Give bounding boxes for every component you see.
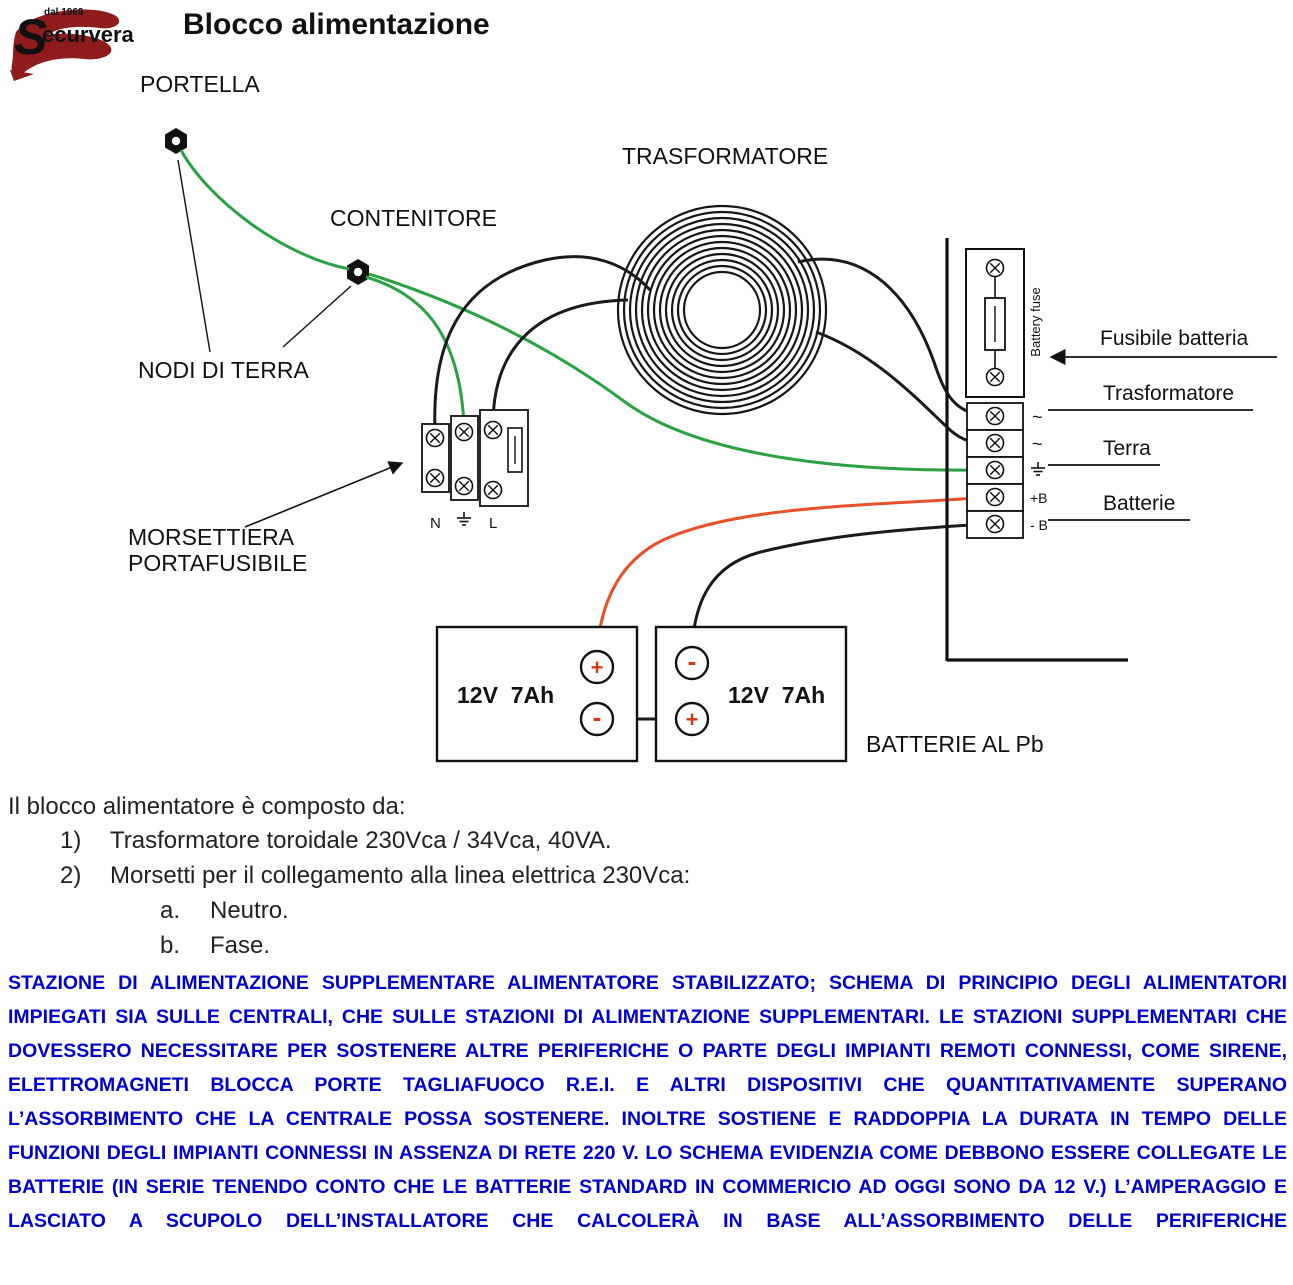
battery-1-negative-terminal [579,701,615,737]
screw-terminal-gnd-top [454,422,474,442]
wire-transformer-ac2 [815,330,989,445]
wire-transformer-ac1 [797,257,989,418]
composition-section: Il blocco alimentatore è composto da: 1)… [8,793,988,967]
list-marker: 2) [60,862,82,889]
screw-terminal-n-top [425,428,445,448]
label-fusibile-batteria: Fusibile batteria [1100,327,1249,350]
ground-node-1 [165,128,187,154]
terminal-symbol-plus-b: +B [1030,490,1048,506]
label-battery-fuse: Battery fuse [1028,287,1043,356]
list-subitem: b. Fase. [8,932,988,967]
screw-battery-fuse-bottom [985,367,1005,387]
wire-battery-negative [690,522,989,648]
list-item: 1) Trasformatore toroidale 230Vca / 34Vc… [8,827,988,862]
terminal-symbol-ac1: ~ [1032,407,1043,427]
label-portella: PORTELLA [140,71,260,97]
composition-intro: Il blocco alimentatore è composto da: [8,793,406,820]
ground-wire-node1-node2 [179,149,350,271]
morsettiera-portafusibile [421,409,529,507]
ground-symbol-morsettiera [456,511,472,526]
ground-node-2 [347,259,369,285]
terminal-symbol-minus-b: - B [1030,517,1048,533]
battery-1-positive-terminal [579,649,615,685]
screw-ac2 [985,433,1005,453]
label-batterie-al-pb: BATTERIE AL Pb [866,731,1044,757]
screw-terminal-n-bottom [425,468,445,488]
battery-fuse-block [965,248,1025,398]
logo-initial: S [14,9,47,65]
screw-ac1 [985,406,1005,426]
screw-terminal-l-top [483,420,503,440]
ground-wires [179,149,989,472]
securvera-logo: dal 1969 S ecurvera [10,7,135,81]
screw-battery-fuse-top [985,258,1005,278]
battery-2-plus-sign: + [686,707,699,732]
terminal-symbol-ac2: ~ [1032,434,1043,454]
battery-1-plus-sign: + [591,655,604,680]
list-text: Fase. [210,932,271,959]
battery-1-minus-sign: - [593,702,602,732]
label-batterie: Batterie [1103,492,1175,515]
label-morsettiera-1: MORSETTIERA [128,524,295,550]
list-marker: a. [160,897,181,924]
label-morsettiera-2: PORTAFUSIBILE [128,550,307,576]
page-title: Blocco alimentazione [183,8,490,41]
logo-tagline: dal 1969 [44,7,84,18]
list-subitem: a. Neutro. [8,897,988,932]
logo-brand: ecurvera [42,22,135,47]
label-contenitore: CONTENITORE [330,205,497,231]
battery-2-label: 12V 7Ah [728,682,825,708]
list-text: Morsetti per il collegamento alla linea … [110,862,691,889]
list-text: Trasformatore toroidale 230Vca / 34Vca, … [110,827,612,854]
screw-terminal-gnd-bottom [454,476,474,496]
battery-2-negative-terminal [674,645,710,681]
ground-symbol-strip [1030,461,1046,476]
battery-1: 12V 7Ah + - [435,625,639,763]
screw-minus-b [985,514,1005,534]
label-trasformatore: TRASFORMATORE [622,143,828,169]
list-text: Neutro. [210,897,289,924]
battery-2-minus-sign: - [688,646,697,676]
panel-edge [945,238,1128,662]
list-marker: b. [160,932,181,959]
label-trasformatore-terminal: Trasformatore [1103,382,1234,405]
battery-2: 12V 7Ah - + [654,625,848,763]
wire-neutro-transformer [433,255,652,431]
fox-tail-icon [10,70,34,81]
label-nodi-di-terra: NODI DI TERRA [138,357,309,383]
screw-plus-b [985,487,1005,507]
arrow-morsettiera [244,461,404,528]
label-terra: Terra [1103,437,1151,460]
terminal-label-neutro: N [430,515,441,532]
list-marker: 1) [60,827,82,854]
wire-battery-positive [595,495,989,653]
leader-line-node1 [177,159,211,353]
battery-1-label: 12V 7Ah [457,682,554,708]
terminal-label-fase: L [489,515,497,532]
screw-terra [985,460,1005,480]
toroidal-transformer [616,204,828,416]
ground-wire-node2-morsettiera [365,275,466,425]
supplementary-note: STAZIONE DI ALIMENTAZIONE SUPPLEMENTARE … [8,972,1287,1232]
fox-swoosh-icon [11,9,120,76]
screw-terminal-l-bottom [483,480,503,500]
wiring-diagram: PORTELLA CONTENITORE TRASFORMATORE NODI … [128,71,1277,763]
wire-fase-transformer [491,298,629,423]
leader-line-node2 [282,285,352,348]
ground-wire-node2-terra-terminal [368,272,989,472]
list-item: 2) Morsetti per il collegamento alla lin… [8,862,988,897]
battery-2-positive-terminal [674,701,710,737]
